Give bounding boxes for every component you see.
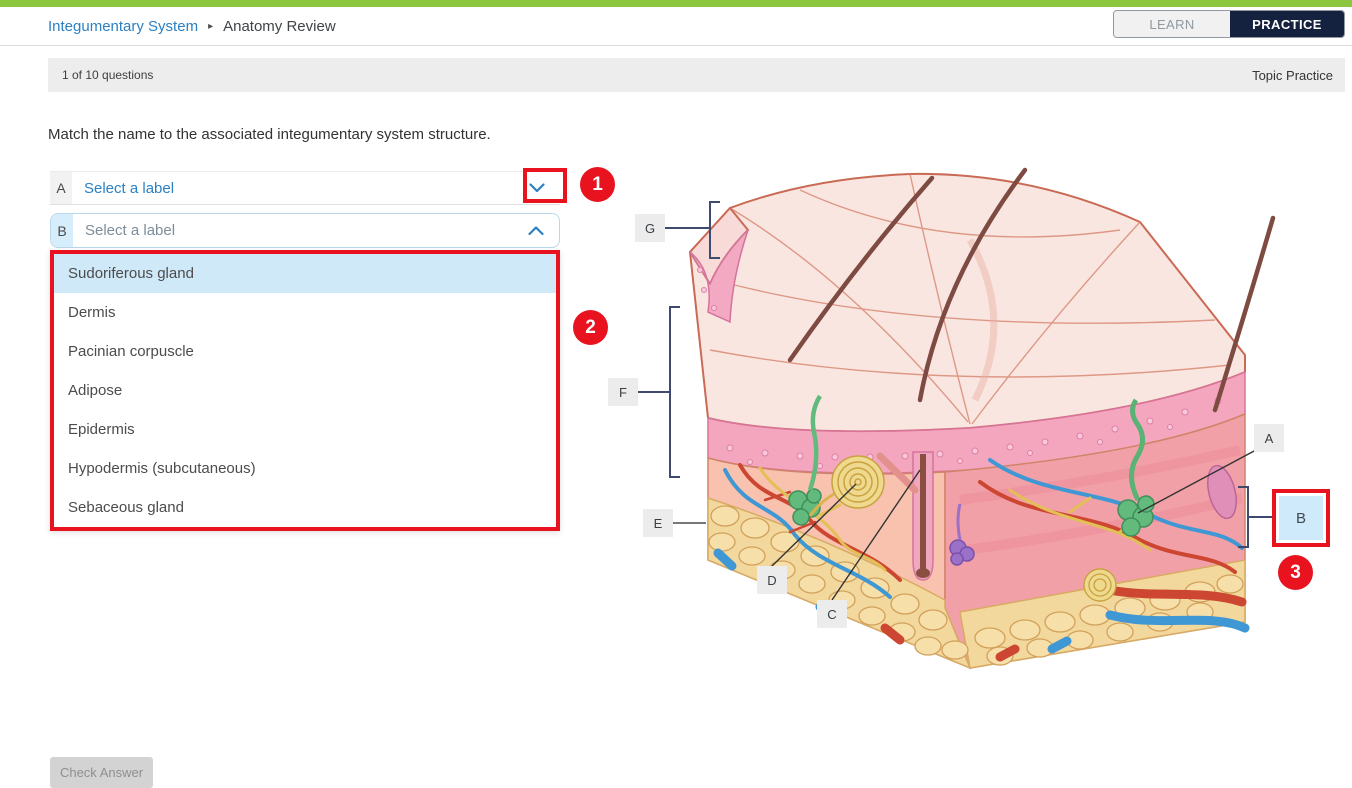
top-accent-bar — [0, 0, 1352, 7]
annotation-step-1: 1 — [580, 167, 615, 202]
annotation-box-3: B — [1272, 489, 1330, 547]
label-dropdown-list: Sudoriferous gland Dermis Pacinian corpu… — [50, 250, 560, 531]
diagram-label-f: F — [608, 378, 638, 406]
check-answer-button[interactable]: Check Answer — [50, 757, 153, 788]
dropdown-option[interactable]: Sebaceous gland — [54, 488, 556, 527]
question-text: Match the name to the associated integum… — [48, 126, 491, 143]
diagram-label-a: A — [1254, 424, 1284, 452]
diagram-label-g: G — [635, 214, 665, 242]
learn-tab[interactable]: LEARN — [1114, 11, 1230, 37]
annotation-step-2: 2 — [573, 310, 608, 345]
breadcrumb: Integumentary System ▸ Anatomy Review — [48, 7, 336, 45]
row-b-letter: B — [51, 214, 73, 247]
annotation-step-3: 3 — [1278, 555, 1313, 590]
diagram-label-c: C — [817, 600, 847, 628]
dropdown-option[interactable]: Hypodermis (subcutaneous) — [54, 449, 556, 488]
breadcrumb-separator-icon: ▸ — [208, 21, 213, 32]
header: Integumentary System ▸ Anatomy Review LE… — [0, 7, 1352, 46]
learn-practice-toggle: LEARN PRACTICE — [1113, 10, 1345, 38]
chevron-up-icon[interactable] — [528, 226, 544, 236]
diagram-label-d: D — [757, 566, 787, 594]
practice-tab[interactable]: PRACTICE — [1230, 11, 1344, 37]
row-a-letter: A — [50, 172, 72, 204]
dropdown-option[interactable]: Dermis — [54, 293, 556, 332]
dropdown-option[interactable]: Adipose — [54, 371, 556, 410]
dropdown-option[interactable]: Epidermis — [54, 410, 556, 449]
breadcrumb-parent-link[interactable]: Integumentary System — [48, 18, 198, 35]
dropdown-option[interactable]: Pacinian corpuscle — [54, 332, 556, 371]
row-b-select[interactable]: Select a label — [73, 214, 513, 247]
progress-strip: 1 of 10 questions Topic Practice — [48, 58, 1345, 92]
row-a-select[interactable]: Select a label — [72, 172, 514, 204]
row-b-chevron-slot[interactable] — [513, 214, 559, 247]
diagram-label-b-target[interactable]: B — [1279, 496, 1323, 540]
breadcrumb-current: Anatomy Review — [223, 18, 336, 35]
dropdown-option[interactable]: Sudoriferous gland — [54, 254, 556, 293]
diagram-label-e: E — [643, 509, 673, 537]
annotation-box-1 — [523, 168, 567, 203]
question-counter: 1 of 10 questions — [62, 68, 153, 82]
skin-diagram-illustration — [670, 160, 1290, 680]
match-row-b[interactable]: B Select a label — [50, 213, 560, 248]
match-row-a[interactable]: A Select a label — [50, 171, 560, 205]
practice-type-label: Topic Practice — [1252, 68, 1333, 83]
